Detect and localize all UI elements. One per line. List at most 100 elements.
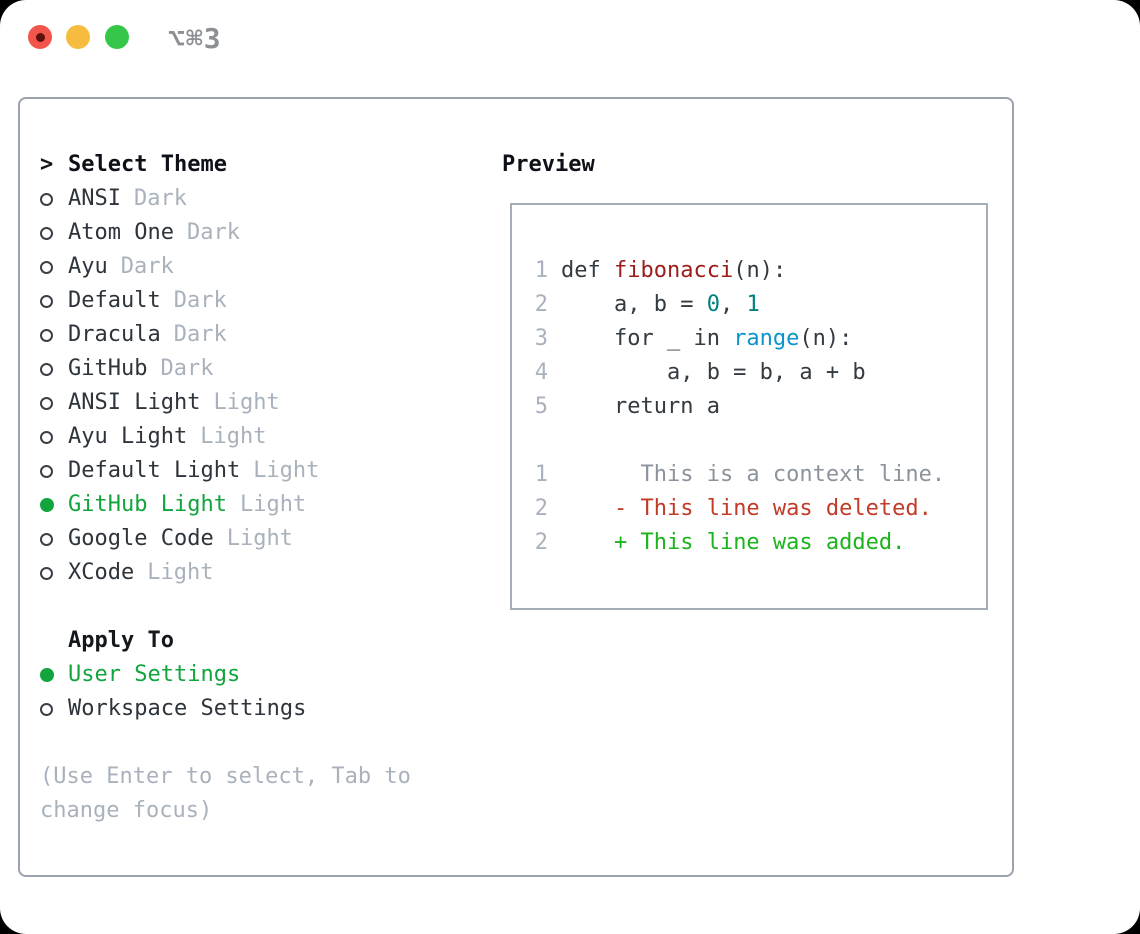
option-label: User Settings [68,662,241,687]
code-token: + This line was added. [613,530,906,555]
diff-line: 2 + This line was added. [534,526,986,560]
theme-variant-tag: Light [239,492,307,517]
theme-option-default-light[interactable]: Default Light Light [40,454,440,488]
option-label: Default [68,288,161,313]
theme-option-github-light[interactable]: GitHub Light Light [40,488,440,522]
option-label: Google Code [68,526,214,551]
theme-option-atom-one[interactable]: Atom One Dark [40,216,440,250]
line-number: 5 [534,394,548,419]
theme-option-default[interactable]: Default Dark [40,284,440,318]
theme-variant-tag: Dark [186,220,240,245]
code-line: 2 a, b = 0, 1 [534,288,986,322]
radio-icon [40,430,53,444]
line-number: 2 [534,530,548,555]
radio-icon [40,464,53,478]
theme-option-ayu[interactable]: Ayu Dark [40,250,440,284]
radio-icon [40,328,53,342]
minimize-button[interactable] [66,25,90,49]
theme-variant-tag: Light [253,458,320,483]
code-token: a, b = [561,292,707,317]
theme-option-ayu-light[interactable]: Ayu Light Light [40,420,440,454]
option-label: ANSI [68,186,121,211]
option-label: Dracula [68,322,161,347]
radio-icon [40,226,53,240]
radio-icon [40,192,53,206]
theme-variant-tag: Dark [173,322,227,347]
chevron-prefix-icon: > [40,152,54,177]
theme-option-dracula[interactable]: Dracula Dark [40,318,440,352]
line-number: 4 [534,360,548,385]
code-token: This is a context line. [561,462,946,487]
option-label: GitHub [68,356,148,381]
close-focused-dot-icon [35,32,45,42]
code-token: 1 [746,292,760,317]
code-token: return a [561,394,720,419]
zoom-button[interactable] [105,25,129,49]
radio-selected-icon [40,498,54,512]
option-label: Ayu [68,254,108,279]
radio-icon [40,532,53,546]
code-token: (n): [733,258,787,283]
theme-option-xcode[interactable]: XCode Light [40,556,440,590]
line-number: 1 [534,258,548,283]
theme-option-ansi[interactable]: ANSI Dark [40,182,440,216]
preview-title: Preview [502,152,595,177]
apply-option-workspace-settings[interactable]: Workspace Settings [40,692,440,726]
code-line: 4 a, b = b, a + b [534,356,986,390]
blank-line [534,424,986,458]
theme-variant-tag: Dark [173,288,227,313]
radio-icon [40,396,53,410]
option-label: Workspace Settings [68,696,307,721]
theme-variant-tag: Dark [120,254,174,279]
radio-icon [40,294,53,308]
line-number: 1 [534,462,548,487]
apply-to-title: Apply To [68,628,174,653]
theme-variant-tag: Light [213,390,280,415]
titlebar: ⌥⌘3 [0,0,1140,75]
code-token: fibonacci [613,258,734,283]
theme-variant-tag: Light [226,526,293,551]
apply-to-header: Apply To [40,624,440,658]
diff-line: 2 - This line was deleted. [534,492,986,526]
window-title: ⌥⌘3 [168,22,222,55]
option-label: Default Light [68,458,241,483]
spacer [40,590,440,624]
option-label: Ayu Light [68,424,188,449]
close-button[interactable] [28,25,52,49]
code-token: - This line was deleted. [613,496,932,521]
line-number: 2 [534,292,548,317]
option-label: Atom One [68,220,174,245]
theme-variant-tag: Light [147,560,214,585]
theme-option-google-code[interactable]: Google Code Light [40,522,440,556]
theme-option-github[interactable]: GitHub Dark [40,352,440,386]
theme-variant-tag: Dark [133,186,187,211]
line-number: 2 [534,496,548,521]
option-label: XCode [68,560,135,585]
help-text: (Use Enter to select, Tab to change focu… [40,764,411,823]
option-label: GitHub Light [68,492,227,517]
code-token [561,530,614,555]
theme-variant-tag: Light [200,424,267,449]
code-token [561,496,614,521]
theme-variant-tag: Dark [160,356,214,381]
option-label: ANSI Light [68,390,201,415]
code-line: 5 return a [534,390,986,424]
code-token: (n): [799,326,853,351]
radio-icon [40,362,53,376]
spacer [40,726,440,760]
apply-option-user-settings[interactable]: User Settings [40,658,440,692]
code-token: , [719,292,747,317]
diff-preview: 1 This is a context line. 2 - This line w… [534,458,986,560]
line-number: 3 [534,326,548,351]
code-line: 3 for _ in range(n): [534,322,986,356]
theme-option-ansi-light[interactable]: ANSI Light Light [40,386,440,420]
select-theme-title: Select Theme [68,152,227,177]
radio-icon [40,702,53,716]
